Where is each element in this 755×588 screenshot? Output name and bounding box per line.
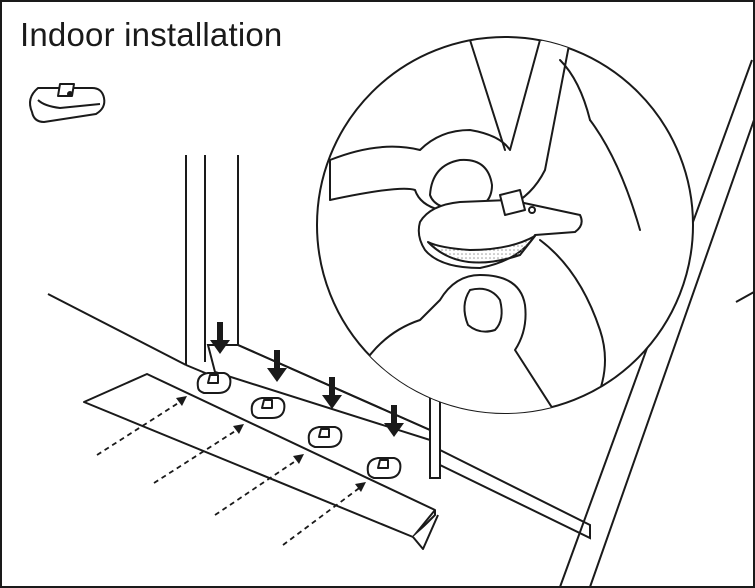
door-frame [185, 155, 239, 365]
threshold-rail [206, 344, 591, 540]
down-arrows [210, 322, 404, 437]
adhesive-pad-icon [29, 83, 106, 123]
ramp-strip [83, 373, 439, 550]
arrow-down-icon [322, 377, 342, 409]
pad-1 [196, 372, 232, 394]
dashed-arrow-icon [282, 485, 363, 546]
dashed-arrow-heads [176, 396, 366, 492]
arrow-down-icon [210, 322, 230, 354]
dashed-arrow-icon [96, 399, 184, 456]
arrow-down-icon [267, 350, 287, 382]
zoom-detail [316, 36, 694, 414]
dashed-arrows [96, 399, 363, 546]
dashed-arrow-icon [214, 457, 301, 516]
pad-2 [250, 397, 286, 419]
dashed-arrow-icon [153, 427, 241, 484]
figure-title: Indoor installation [20, 16, 283, 53]
pad-3 [307, 426, 343, 448]
pad-4 [366, 457, 402, 479]
arrow-down-icon [384, 405, 404, 437]
pads [196, 372, 402, 479]
upper-hand [329, 39, 571, 211]
